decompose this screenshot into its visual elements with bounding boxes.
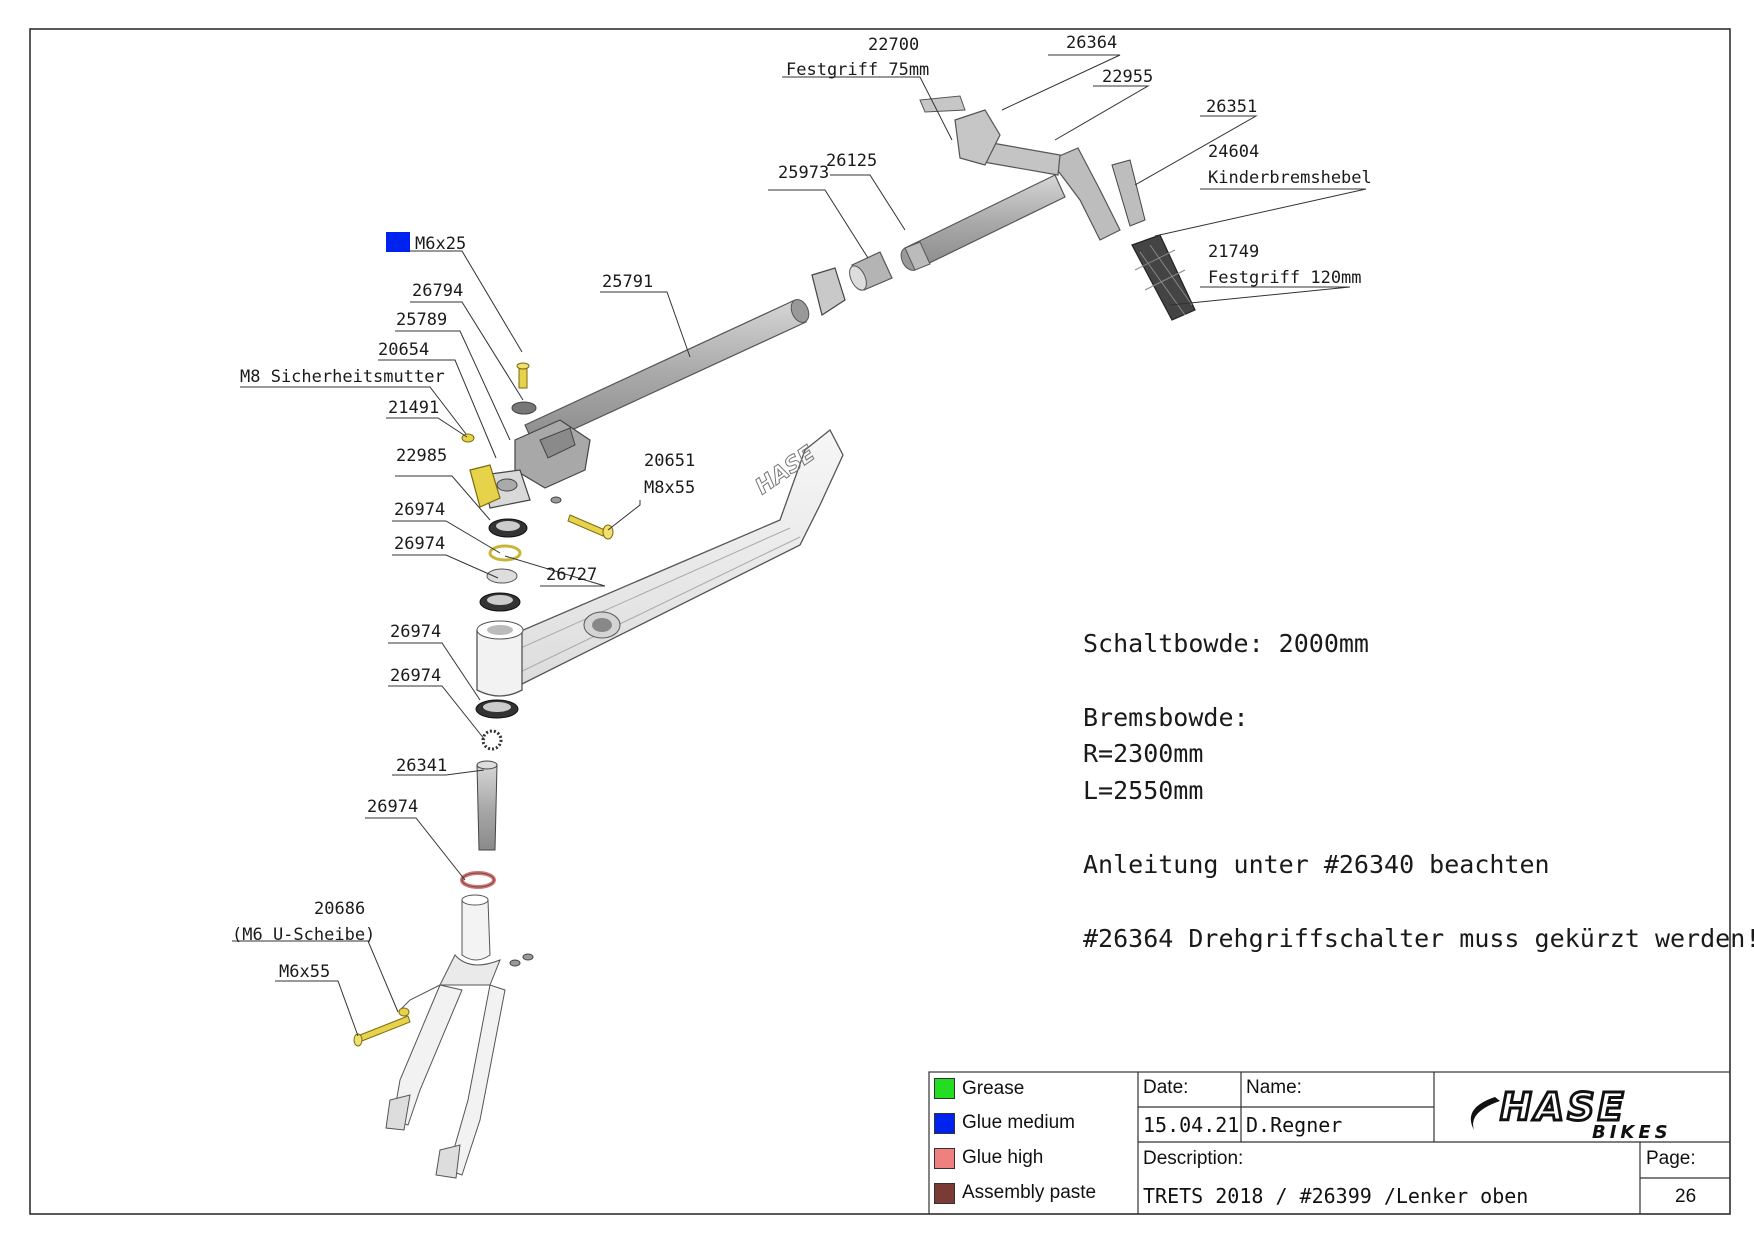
page-label: Page: <box>1646 1148 1696 1169</box>
callout-m6-u-scheibe: (M6 U-Scheibe) <box>232 925 375 945</box>
callout-20651: 20651 <box>644 451 695 471</box>
fork <box>385 894 506 1179</box>
legend-glue-high-label: Glue high <box>962 1147 1044 1168</box>
shifter-22700 <box>919 95 1001 166</box>
sheet-border <box>29 28 1731 1215</box>
callout-m6x25: M6x25 <box>415 234 466 254</box>
handlebar-stem-tube <box>524 299 810 448</box>
callout-26974-a: 26974 <box>394 500 445 520</box>
washer-26794 <box>511 401 537 415</box>
callout-22955: 22955 <box>1102 67 1153 87</box>
callout-20686: 20686 <box>314 899 365 919</box>
callout-kinderbremshebel: Kinderbremshebel <box>1208 168 1372 188</box>
hase-bikes-logo: HASE BIKES <box>1470 1084 1672 1143</box>
callout-26364: 26364 <box>1066 33 1117 53</box>
callout-25791: 25791 <box>602 272 653 292</box>
callout-26351: 26351 <box>1206 97 1257 117</box>
legend-assembly-paste-label: Assembly paste <box>962 1182 1097 1203</box>
sleeve-26125 <box>904 241 931 271</box>
legend-grease-label: Grease <box>962 1078 1025 1099</box>
date-value: 15.04.21 <box>1143 1113 1240 1137</box>
callout-26974-c: 26974 <box>390 622 441 642</box>
callout-26974-b: 26974 <box>394 534 445 554</box>
leader-lines <box>232 54 1367 1037</box>
name-value: D.Regner <box>1246 1113 1343 1137</box>
callout-festgriff-120mm: Festgriff 120mm <box>1208 268 1362 288</box>
glue-medium-swatch <box>934 1113 955 1134</box>
note-anleitung: Anleitung unter #26340 beachten <box>1083 850 1550 879</box>
handlebar-crossbar <box>900 139 1121 271</box>
quick-release-lever <box>469 464 501 508</box>
assembly-paste-swatch <box>934 1183 955 1204</box>
grease-swatch <box>934 1078 955 1099</box>
steerer-26341 <box>476 760 498 851</box>
name-label: Name: <box>1246 1077 1302 1098</box>
callout-26974-e: 26974 <box>367 797 418 817</box>
description-label: Description: <box>1143 1148 1244 1169</box>
note-bremsbowde: Bremsbowde: <box>1083 703 1249 732</box>
bolt-m6x25 <box>516 362 530 389</box>
callout-26794: 26794 <box>412 281 463 301</box>
callout-25973: 25973 <box>778 163 829 183</box>
logo-hase-text: HASE <box>1500 1085 1627 1129</box>
callout-22700: 22700 <box>868 35 919 55</box>
title-block-grid <box>928 1071 1731 1215</box>
head-tube <box>476 620 524 697</box>
callout-26341: 26341 <box>396 756 447 776</box>
headset-stack <box>475 518 528 751</box>
insert-25973 <box>849 251 893 291</box>
callout-m6x55: M6x55 <box>279 962 330 982</box>
glue-high-swatch <box>934 1148 955 1169</box>
note-l-length: L=2550mm <box>1083 776 1204 805</box>
brake-lever-24604 <box>1111 159 1146 227</box>
legend-glue-medium-label: Glue medium <box>962 1112 1075 1133</box>
callout-21749: 21749 <box>1208 242 1259 262</box>
note-kuerzen: #26364 Drehgriffschalter muss gekürzt we… <box>1083 924 1754 953</box>
bolt-m8x55 <box>550 496 614 540</box>
callout-24604: 24604 <box>1208 142 1259 162</box>
callout-festgriff-75mm: Festgriff 75mm <box>786 60 929 80</box>
bolt-m6x55 <box>353 953 534 1047</box>
logo-bikes-text: BIKES <box>1592 1122 1672 1143</box>
callout-m8x55: M8x55 <box>644 478 695 498</box>
description-value: TRETS 2018 / #26399 /Lenker oben <box>1143 1184 1529 1208</box>
note-schaltbowde: Schaltbowde: 2000mm <box>1083 629 1369 658</box>
page-number: 26 <box>1675 1186 1697 1207</box>
date-label: Date: <box>1143 1077 1189 1098</box>
glue-medium-marker-icon <box>386 232 410 252</box>
note-r-length: R=2300mm <box>1083 739 1204 768</box>
callout-26974-d: 26974 <box>390 666 441 686</box>
grip-21749 <box>1131 234 1196 321</box>
callout-m8-sicherheitsmutter: M8 Sicherheitsmutter <box>240 367 445 387</box>
callout-25789: 25789 <box>396 310 447 330</box>
callout-26125: 26125 <box>826 151 877 171</box>
stem-clamp-head <box>514 419 591 489</box>
callout-21491: 21491 <box>388 398 439 418</box>
crown-race-26974 <box>460 871 496 889</box>
callout-20654: 20654 <box>378 340 429 360</box>
callout-22985: 22985 <box>396 446 447 466</box>
clamp-25791-end <box>811 267 846 316</box>
callout-26727: 26727 <box>546 565 597 585</box>
